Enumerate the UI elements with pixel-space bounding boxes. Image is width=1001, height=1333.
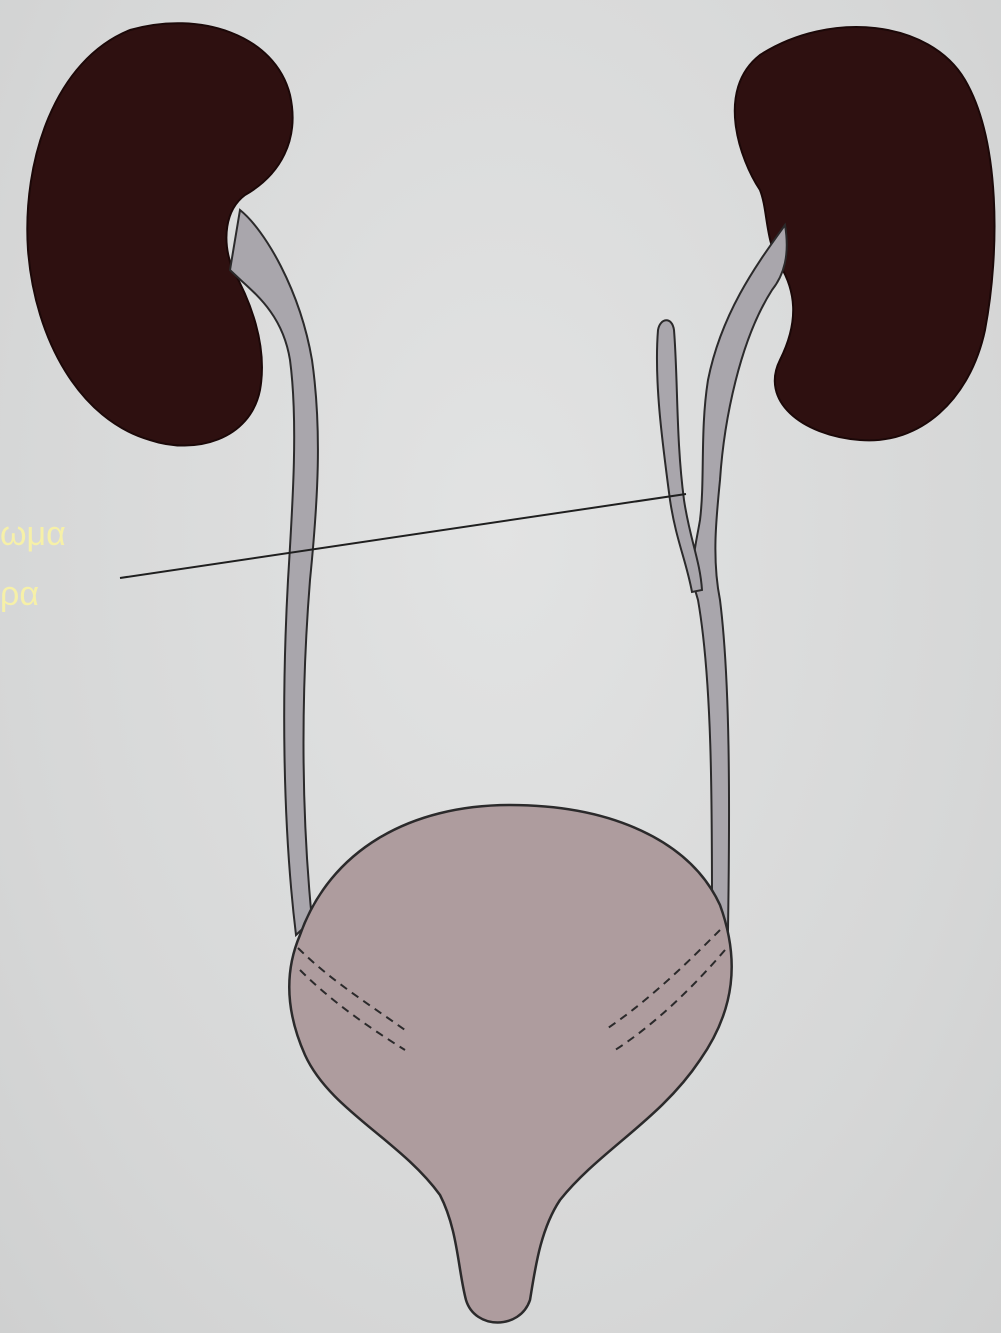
right-ureter: [693, 225, 787, 930]
right-kidney: [735, 27, 995, 440]
blind-ending-ureter-branch: [657, 320, 702, 592]
bladder: [289, 805, 731, 1323]
annotation-label-line-1: ωμα: [0, 512, 66, 556]
annotation-label-line-2: ρα: [0, 572, 39, 616]
label-leader-line: [120, 494, 686, 578]
